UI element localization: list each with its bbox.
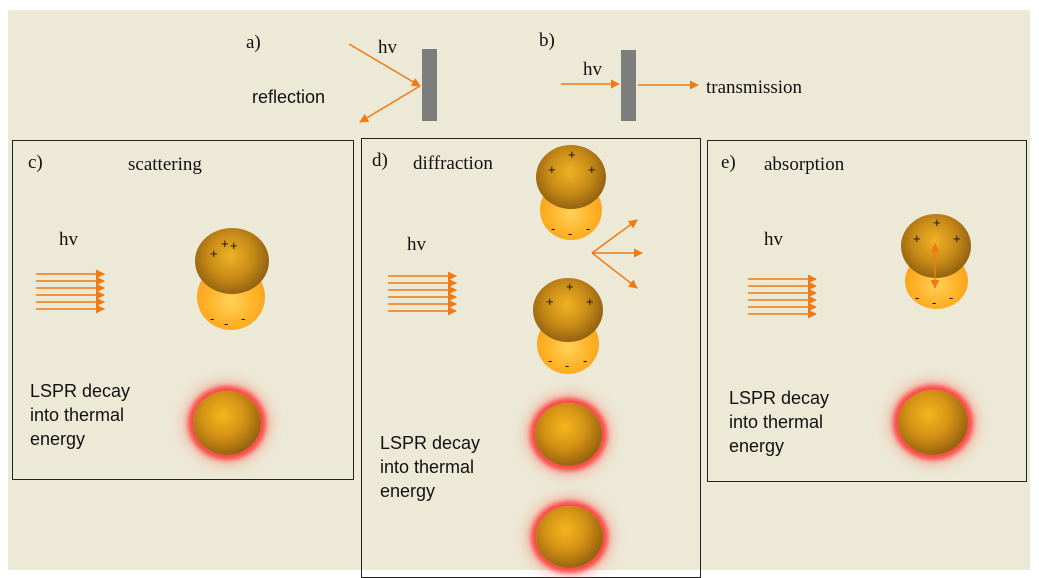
panel-b-transmission-label: transmission <box>706 77 803 98</box>
panel-a-photon-label: hv <box>378 37 397 58</box>
panel-b-letter: b) <box>539 30 555 51</box>
panel-d-heated-particle-2 <box>536 506 603 568</box>
panel-d-photon-label: hv <box>407 234 426 255</box>
minus-sign: - <box>568 226 573 241</box>
minus-sign: - <box>932 295 937 310</box>
panel-a-reflection-label: reflection <box>252 87 326 107</box>
plus-sign: + <box>913 231 921 246</box>
panel-c-heated-particle <box>193 391 261 455</box>
panel-e-decay-label: LSPR decay into thermal energy <box>729 388 830 456</box>
minus-sign: - <box>241 311 246 326</box>
minus-sign: - <box>565 358 570 373</box>
panel-e-title: absorption <box>764 154 845 175</box>
plus-sign: + <box>230 238 238 253</box>
plus-sign: + <box>221 236 229 251</box>
panel-d-title: diffraction <box>413 153 493 174</box>
panel-c-decay-label: LSPR decay into thermal energy <box>30 381 131 449</box>
panel-b-plate <box>621 50 636 121</box>
panel-c-photon-label: hv <box>59 229 78 250</box>
panel-a-reflected-ray <box>359 85 421 123</box>
plus-sign: + <box>548 162 556 177</box>
minus-sign: - <box>915 290 920 305</box>
panel-d-heated-particle-1 <box>535 403 602 466</box>
plus-sign: + <box>546 294 554 309</box>
minus-sign: - <box>949 290 954 305</box>
minus-sign: - <box>210 311 215 326</box>
plus-sign: + <box>566 279 574 294</box>
plus-sign: + <box>933 215 941 230</box>
plus-sign: + <box>568 147 576 162</box>
panel-a-letter: a) <box>246 32 261 53</box>
plus-sign: + <box>210 246 218 261</box>
panel-c-letter: c) <box>28 152 43 173</box>
panel-d-diffracted-ray-down <box>591 252 638 289</box>
panel-a-plate <box>422 49 437 121</box>
panel-e-box <box>707 140 1027 482</box>
panel-d-particle-2-positive-half <box>533 278 603 342</box>
panel-c-particle-positive-half <box>195 228 269 294</box>
minus-sign: - <box>551 221 556 236</box>
panel-e-photon-label: hv <box>764 229 783 250</box>
panel-d-letter: d) <box>372 150 388 171</box>
panel-e-heated-particle <box>898 390 968 455</box>
minus-sign: - <box>548 353 553 368</box>
panel-d-diffracted-ray-up <box>591 219 638 254</box>
panel-d-particle-1-positive-half <box>536 145 606 209</box>
panel-a-incident-ray <box>348 43 421 87</box>
panel-e-letter: e) <box>721 152 736 173</box>
panel-c-title: scattering <box>128 154 202 175</box>
panel-d-decay-label: LSPR decay into thermal energy <box>380 433 481 501</box>
minus-sign: - <box>586 221 591 236</box>
minus-sign: - <box>583 353 588 368</box>
minus-sign: - <box>224 316 229 331</box>
plus-sign: + <box>586 294 594 309</box>
diagram-canvas: a) hv reflection b) hv transmission c) s… <box>8 10 1030 578</box>
panel-b-photon-label: hv <box>583 59 602 80</box>
ray-arrows-layer <box>36 43 940 319</box>
panel-c-box <box>12 140 354 480</box>
plus-sign: + <box>953 231 961 246</box>
plus-sign: + <box>588 162 596 177</box>
